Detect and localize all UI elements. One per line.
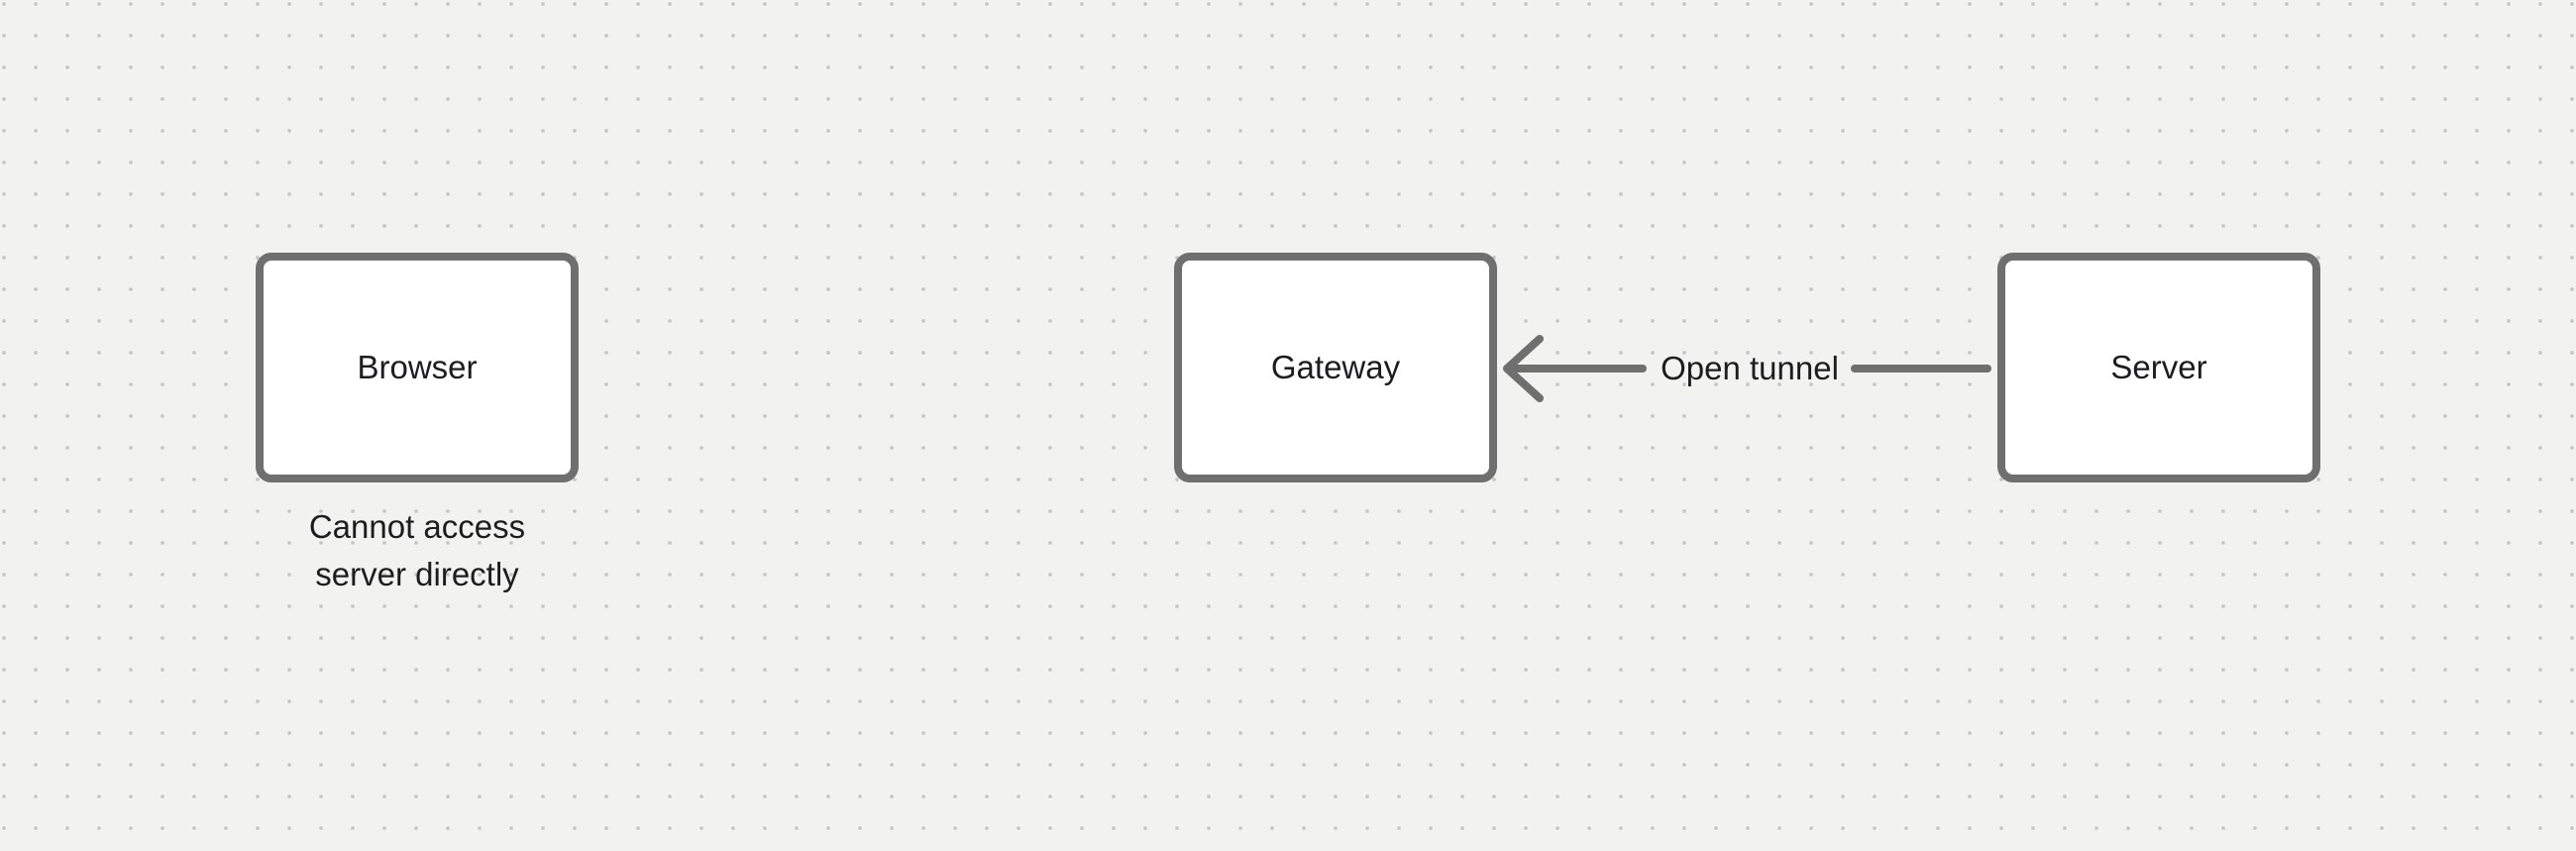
node-gateway[interactable]: Gateway — [1174, 253, 1497, 482]
node-server[interactable]: Server — [1997, 253, 2320, 482]
node-browser[interactable]: Browser — [256, 253, 579, 482]
edge-label-open-tunnel[interactable]: Open tunnel — [1661, 350, 1839, 386]
node-server-label: Server — [2110, 349, 2207, 385]
node-gateway-label: Gateway — [1270, 349, 1401, 385]
node-browser-label: Browser — [357, 349, 478, 385]
annotation-cannot-access-note[interactable]: Cannot access server directly — [231, 503, 603, 598]
arrowhead-chevron-icon — [1503, 335, 1544, 402]
annotation-note-line-1: Cannot access — [308, 508, 526, 545]
annotation-note-line-2: server directly — [315, 556, 519, 592]
